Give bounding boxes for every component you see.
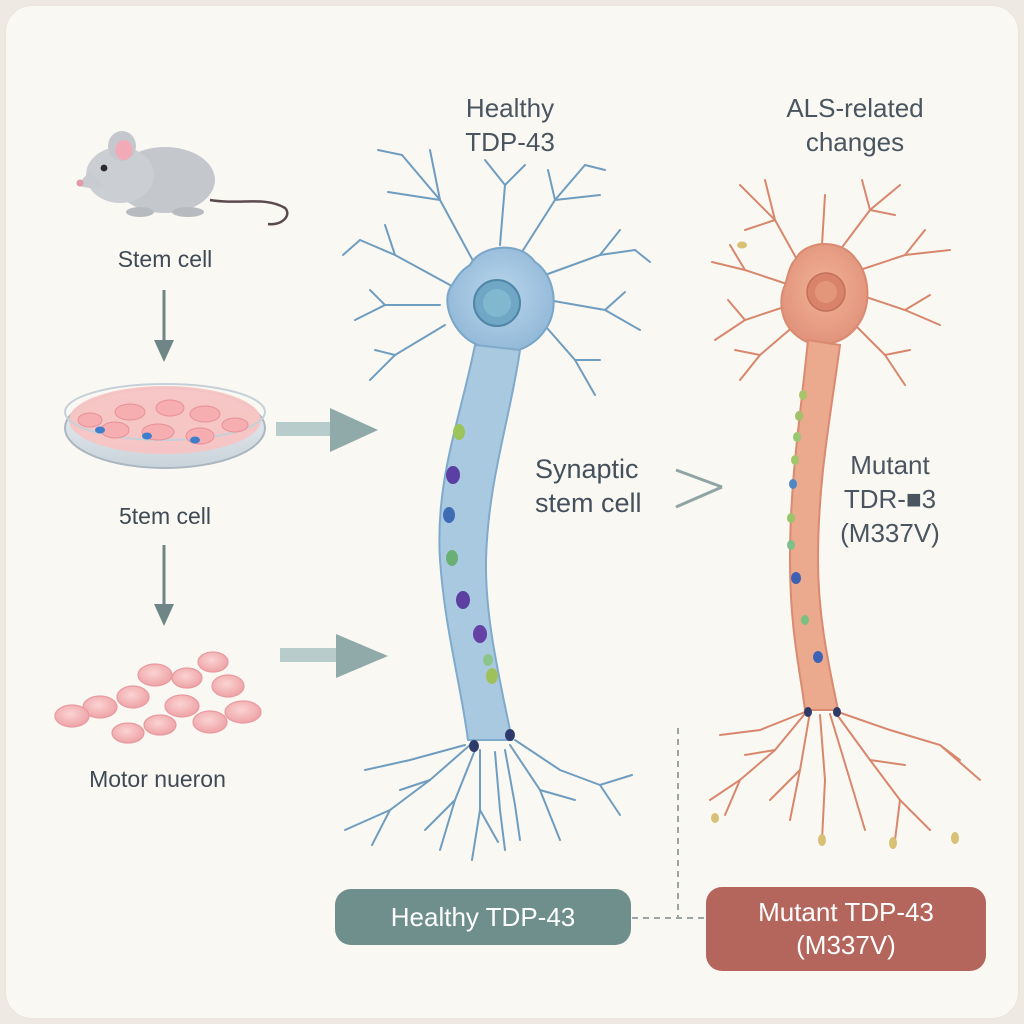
healthy-title: Healthy TDP-43 bbox=[420, 91, 600, 159]
als-title-line1: ALS-related bbox=[786, 93, 924, 123]
mouse-icon bbox=[76, 131, 289, 226]
legend-mutant-line1: Mutant TDP-43 bbox=[758, 897, 934, 927]
healthy-neuron bbox=[342, 149, 651, 861]
mutant-label: Mutant TDR-■3 (M337V) bbox=[815, 448, 965, 550]
label-stem-cell-1: Stem cell bbox=[117, 246, 213, 272]
mutant-line1: Mutant bbox=[850, 450, 930, 480]
als-title: ALS-related changes bbox=[740, 91, 970, 159]
arrow-down-2 bbox=[154, 545, 174, 626]
mutant-neuron bbox=[709, 179, 981, 849]
petri-dish-icon bbox=[64, 383, 266, 469]
als-title-line2: changes bbox=[805, 127, 905, 157]
legend-mutant-line2: (M337V) bbox=[796, 930, 896, 960]
label-motor-neuron: Motor nueron bbox=[89, 766, 226, 792]
legend-mutant: Mutant TDP-43 (M337V) bbox=[706, 887, 986, 971]
label-stem-cell-2: 5tem cell bbox=[118, 503, 212, 529]
legend-connector bbox=[632, 728, 706, 919]
synaptic-line1: Synaptic bbox=[535, 454, 639, 484]
healthy-title-line2: TDP-43 bbox=[465, 127, 555, 157]
arrow-down-1 bbox=[154, 290, 174, 362]
mutant-line2: TDR-■3 bbox=[843, 484, 937, 514]
synaptic-line2: stem cell bbox=[535, 488, 642, 518]
mutant-vesicles bbox=[787, 390, 841, 717]
motor-neuron-cells bbox=[54, 651, 262, 744]
synaptic-label: Synaptic stem cell bbox=[535, 452, 680, 520]
healthy-title-line1: Healthy bbox=[465, 93, 555, 123]
mutant-line3: (M337V) bbox=[840, 518, 940, 548]
healthy-vesicles bbox=[443, 424, 515, 752]
arrow-right-1 bbox=[276, 408, 378, 452]
legend-healthy-label: Healthy TDP-43 bbox=[390, 901, 576, 932]
arrow-right-2 bbox=[280, 634, 388, 678]
legend-healthy: Healthy TDP-43 bbox=[335, 889, 631, 945]
arrow-right-3 bbox=[675, 468, 723, 509]
mutant-branch-deposits bbox=[711, 241, 959, 849]
